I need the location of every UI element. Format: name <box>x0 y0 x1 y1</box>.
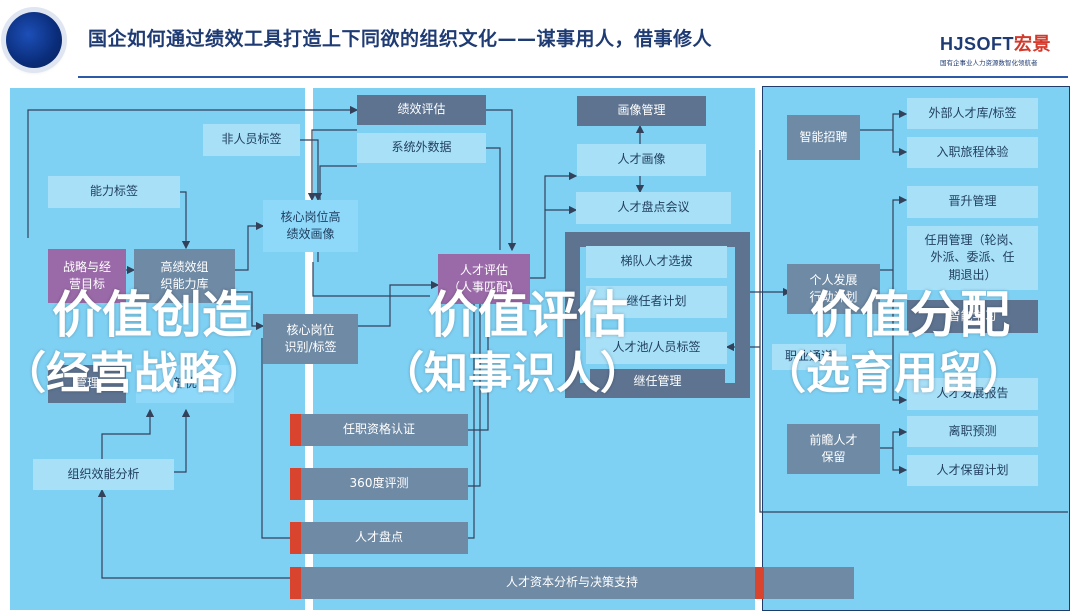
attrition-forecast-box: 离职预测 <box>907 416 1038 447</box>
high-perf-lib-box: 高绩效组 织能力库 <box>134 249 235 303</box>
hidden-box-2: 部优 <box>136 365 234 403</box>
eval-360-marker <box>290 468 301 500</box>
pre-retain-box: 前瞻人才 保留 <box>787 424 880 474</box>
smart-learning-box: 智能学习 <box>907 300 1038 333</box>
value-creation-title: 价值创造 <box>52 285 252 344</box>
portrait-mgmt-box: 画像管理 <box>577 96 706 126</box>
brand-name: HJSOFT宏景 <box>940 34 1052 54</box>
company-logo-icon <box>6 12 62 68</box>
talent-eval-box: 人才评估 （人事匹配） <box>438 254 530 304</box>
non-personnel-tag-box: 非人员标签 <box>203 124 300 156</box>
value-creation-subtitle: （经营战略） <box>2 348 266 399</box>
career-box: 职业通道 <box>772 344 846 370</box>
decision-support-marker-right <box>755 567 764 599</box>
succession-mgmt-box: 继任管理 <box>590 369 725 395</box>
core-position-identify-box: 核心岗位 识别/标签 <box>263 314 358 364</box>
capability-tag-box: 能力标签 <box>48 176 180 208</box>
decision-support-bar: 人才资本分析与决策支持 <box>290 567 854 599</box>
value-evaluation-title: 价值评估 <box>428 285 628 344</box>
talent-review-meeting-box: 人才盘点会议 <box>576 192 731 224</box>
brand-logo: HJSOFT宏景 国有企事业人力资源数智化领航者 <box>940 30 1060 67</box>
hidden-box-1: 管理 <box>48 365 126 403</box>
eval-360-box: 360度评测 <box>290 468 468 500</box>
org-efficiency-box: 组织效能分析 <box>33 459 174 490</box>
decision-support-marker-left <box>290 567 301 599</box>
onboarding-box: 入职旅程体验 <box>907 137 1038 168</box>
strategy-goal-box: 战略与经 营目标 <box>48 249 126 303</box>
value-distribution-title: 价值分配 <box>810 285 1010 344</box>
header-divider <box>78 76 1068 78</box>
echelon-select-box: 梯队人才选拔 <box>586 246 727 278</box>
external-data-box: 系统外数据 <box>357 133 486 163</box>
value-evaluation-subtitle: （知事识人） <box>380 348 644 399</box>
core-position-portrait-box: 核心岗位高 绩效画像 <box>263 200 358 252</box>
retention-plan-box: 人才保留计划 <box>907 455 1038 486</box>
talent-pool-box: 人才池/人员标签 <box>586 332 727 364</box>
promotion-box: 晋升管理 <box>907 186 1038 218</box>
panel-value-creation <box>10 88 305 610</box>
ext-talent-lib-box: 外部人才库/标签 <box>907 98 1038 129</box>
qualification-box: 任职资格认证 <box>290 414 468 446</box>
personal-dev-box: 个人发展 行动计划 <box>787 264 880 314</box>
page-title: 国企如何通过绩效工具打造上下同欲的组织文化——谋事用人，借事修人 <box>88 28 713 50</box>
perf-eval-box: 绩效评估 <box>357 95 486 125</box>
brand-tagline: 国有企事业人力资源数智化领航者 <box>940 59 1038 67</box>
talent-dev-report-box: 人才发展报告 <box>907 378 1038 410</box>
talent-review-marker <box>290 522 301 554</box>
successor-plan-box: 继任者计划 <box>586 286 727 318</box>
appointment-box: 任用管理（轮岗、 外派、委派、任 期退出） <box>907 226 1038 290</box>
value-distribution-subtitle: （选育用留） <box>762 348 1026 399</box>
talent-portrait-box: 人才画像 <box>577 144 706 176</box>
qualification-marker <box>290 414 301 446</box>
smart-recruit-box: 智能招聘 <box>787 115 860 160</box>
talent-review-box: 人才盘点 <box>290 522 468 554</box>
